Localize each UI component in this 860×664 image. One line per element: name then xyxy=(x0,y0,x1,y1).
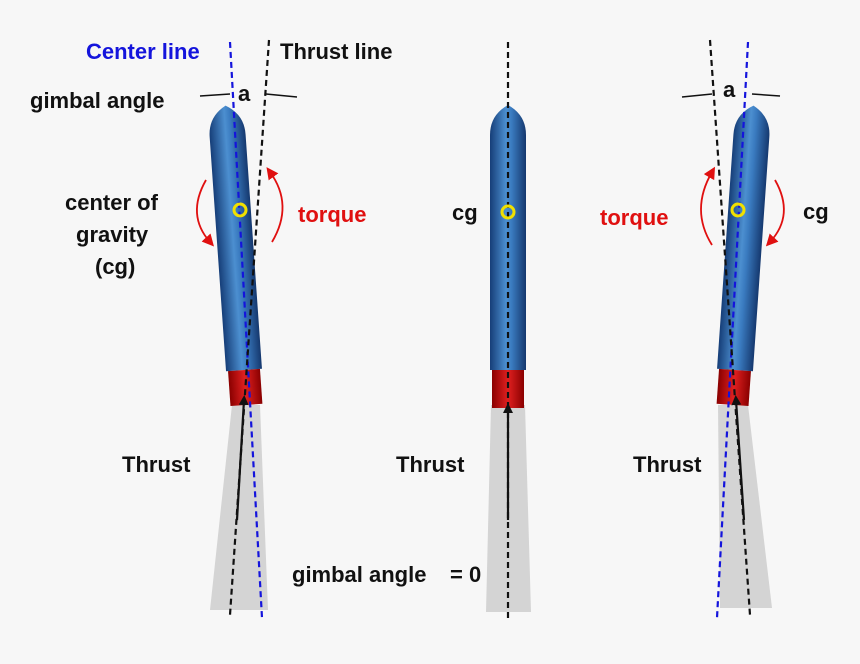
left-exhaust-plume xyxy=(210,405,268,610)
right-rocket xyxy=(716,105,770,407)
right-cg-marker xyxy=(730,202,746,218)
right-angle-tick-right xyxy=(751,93,781,97)
left-torque-arrow-cw xyxy=(266,167,284,243)
left-thrust-arrow xyxy=(235,395,249,521)
right-torque-arrow-cw xyxy=(765,179,785,247)
middle-cg-label: cg xyxy=(452,200,478,225)
right-rocket-group xyxy=(681,39,785,619)
right-center-line xyxy=(715,41,750,619)
gimbal-angle-zero-label: gimbal angle xyxy=(292,562,426,587)
middle-cg-marker xyxy=(500,204,516,220)
left-angle-tick-right xyxy=(265,93,298,98)
left-torque-label: torque xyxy=(298,202,366,227)
right-angle-symbol: a xyxy=(723,77,736,102)
right-torque-arrow-ccw xyxy=(700,166,716,246)
center-line-label: Center line xyxy=(86,39,200,64)
right-rocket-nozzle xyxy=(716,368,751,407)
left-center-line xyxy=(228,41,264,619)
right-thrust-arrow xyxy=(731,395,746,521)
left-angle-tick-left xyxy=(199,93,231,97)
left-thrust-label: Thrust xyxy=(122,452,191,477)
zero-value-label: = 0 xyxy=(450,562,481,587)
left-rocket xyxy=(209,105,263,407)
left-angle-symbol: a xyxy=(238,81,251,106)
right-cg-label: cg xyxy=(803,199,829,224)
left-rocket-group xyxy=(196,39,298,619)
right-angle-tick-left xyxy=(681,93,713,98)
right-rocket-body xyxy=(717,105,770,372)
right-thrust-label: Thrust xyxy=(633,452,702,477)
right-torque-label: torque xyxy=(600,205,668,230)
left-torque-arrow-ccw xyxy=(196,179,214,247)
left-cg-marker xyxy=(232,202,248,218)
middle-rocket-group xyxy=(486,42,531,618)
middle-thrust-label: Thrust xyxy=(396,452,465,477)
thrust-line-label: Thrust line xyxy=(280,39,392,64)
left-rocket-body xyxy=(209,105,262,372)
cg-label-line-2: gravity xyxy=(76,222,149,247)
left-rocket-nozzle xyxy=(228,368,263,407)
gimbal-angle-label: gimbal angle xyxy=(30,88,164,113)
right-exhaust-plume xyxy=(718,405,772,608)
cg-label-line-1: center of xyxy=(65,190,159,215)
cg-label-line-3: (cg) xyxy=(95,254,135,279)
